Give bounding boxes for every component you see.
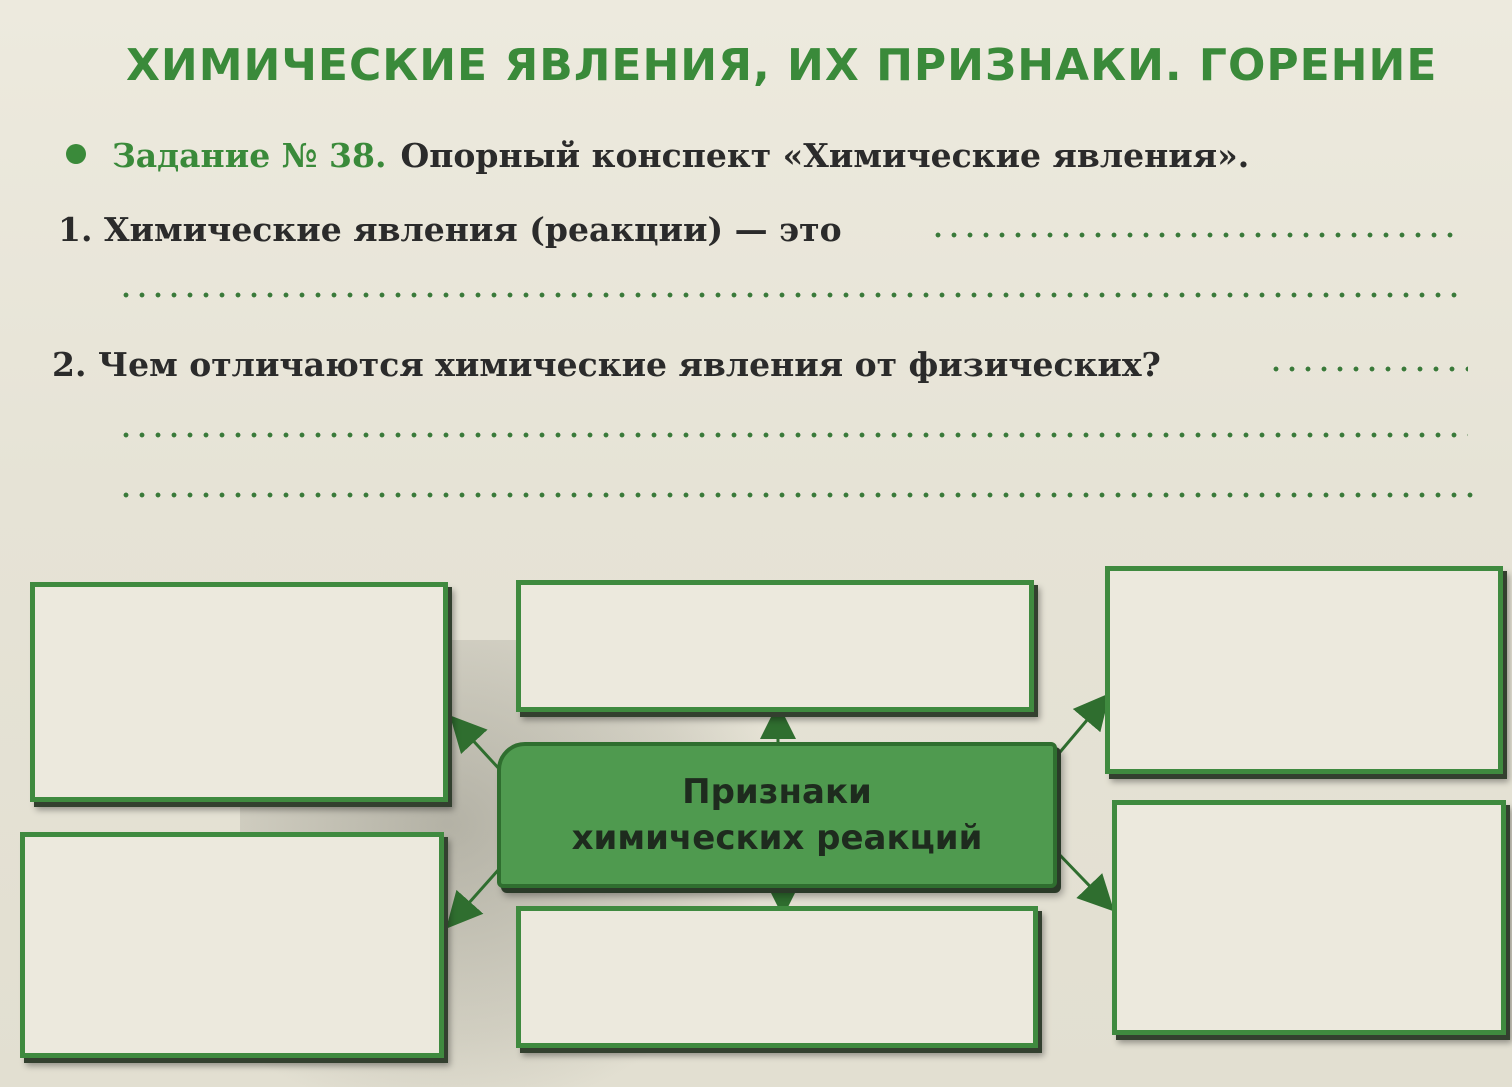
task-header: Задание № 38. Опорный конспект «Химически… [66,136,1249,175]
arrow-to-top-left [449,715,504,774]
answer-box-bottom-center[interactable] [516,906,1038,1048]
answer-line-2c[interactable] [118,492,1473,498]
task-title: Опорный конспект «Химические явления». [400,136,1250,175]
answer-line-2b[interactable] [118,432,1468,438]
center-node-line1: Признаки [682,772,872,812]
answer-box-top-center[interactable] [516,580,1034,712]
task-number: Задание № 38. [112,136,387,175]
arrow-to-bottom-left [446,867,502,929]
center-node: Признаки химических реакций [497,742,1057,888]
question-2: 2. Чем отличаются химические явления от … [52,345,1161,384]
answer-line-2a[interactable] [1268,366,1468,372]
arrow-to-bottom-right [1053,848,1115,912]
center-node-line2: химических реакций [571,818,983,858]
answer-box-bottom-left[interactable] [20,832,444,1058]
arrow-to-top-right [1053,693,1110,759]
answer-box-top-left[interactable] [30,582,448,802]
bullet-icon [66,144,86,164]
answer-line-1a[interactable] [930,232,1460,238]
page-heading: ХИМИЧЕСКИЕ ЯВЛЕНИЯ, ИХ ПРИЗНАКИ. ГОРЕНИЕ [126,40,1438,91]
answer-line-1b[interactable] [118,292,1460,298]
answer-box-bottom-right[interactable] [1112,800,1506,1035]
question-1: 1. Химические явления (реакции) — это [58,210,842,249]
answer-box-top-right[interactable] [1105,566,1503,774]
